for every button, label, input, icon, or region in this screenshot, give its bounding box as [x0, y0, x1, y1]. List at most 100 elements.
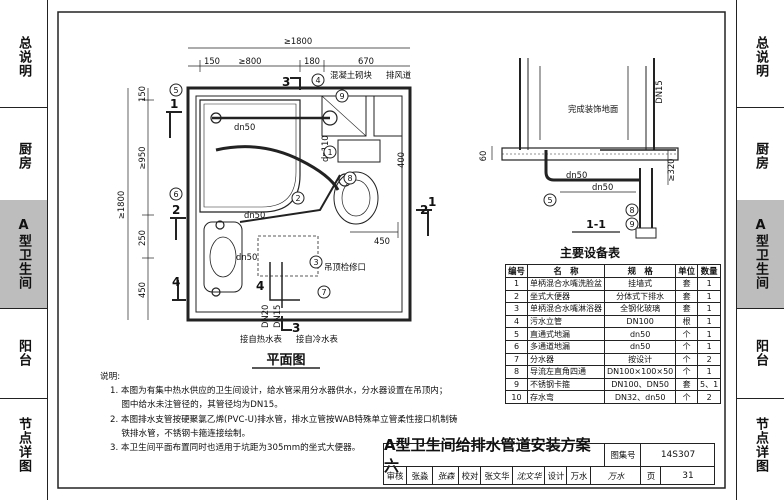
drawing-title: A型卫生间给排水管道安装方案六	[384, 436, 591, 475]
sidebar-tab-general[interactable]: 总说明	[0, 12, 47, 102]
table-cell: 个	[675, 339, 699, 354]
dim-450: 450	[137, 282, 147, 298]
callout-4: 4	[315, 76, 320, 85]
label-dn50-a: dn50	[234, 122, 255, 132]
section-dim-320: ≥320	[666, 158, 676, 181]
callout-8: 8	[347, 174, 352, 183]
table-cell: 全钢化玻璃	[603, 302, 677, 316]
tab-label: A型卫生间	[753, 218, 768, 290]
tab-label: A型卫生间	[16, 218, 31, 290]
tab-label: 厨房	[16, 142, 31, 170]
tab-label: 厨房	[753, 142, 768, 170]
table-cell: dn50	[603, 339, 677, 354]
table-cell: 不锈钢卡箍	[527, 377, 605, 392]
callout-1: 1	[327, 148, 332, 157]
notes: 说明: 1. 本图为有集中热水供应的卫生间设计，给水管采用分水器供水，分水器设置…	[100, 370, 458, 455]
section-view	[491, 58, 679, 239]
dim-180: 180	[304, 56, 320, 66]
table-cell: 6	[505, 339, 528, 354]
sidebar-tab-details[interactable]: 节点详图	[737, 400, 784, 490]
note-line: 铁排水管，不锈钢卡箍连接绘制。	[110, 428, 251, 439]
dim-450-right: 450	[374, 236, 390, 246]
dim-150: 150	[204, 56, 220, 66]
table-cell: 坐式大便器	[527, 289, 605, 304]
sidebar-tab-type-a-bathroom[interactable]: A型卫生间	[0, 200, 47, 308]
col-header: 规 格	[603, 264, 677, 278]
note-line: 2. 本图排水支管按硬聚氯乙烯(PVC-U)排水管，排水立管按WAB特殊单立管柔…	[110, 414, 458, 425]
design-label: 设计	[544, 467, 567, 484]
section-dim-dn50-a: dn50	[566, 170, 587, 180]
sidebar-tab-general[interactable]: 总说明	[737, 12, 784, 102]
table-cell: 套	[675, 289, 699, 304]
table-cell: 1	[697, 302, 722, 316]
section-mark-1b: 1	[428, 195, 436, 209]
table-cell: DN32、dn50	[603, 390, 677, 404]
section-dim-dn15: DN15	[654, 80, 664, 103]
tab-label: 总说明	[753, 36, 768, 78]
table-cell: 1	[697, 339, 722, 354]
sidebar-tab-kitchen[interactable]: 厨房	[737, 112, 784, 200]
title-block: A型卫生间给排水管道安装方案六 图集号 14S307 审核 张淼 张森 校对 张…	[383, 436, 715, 485]
section-text: 完成装饰地面 60 ≥320 DN15 dn50 dn50 1-1	[478, 80, 676, 231]
label-dn50-b: dn50	[244, 210, 265, 220]
section-mark-2b: 2	[420, 203, 428, 217]
check-label: 校对	[458, 467, 481, 484]
plan-caption: 平面图	[266, 353, 305, 368]
table-cell: 5、1	[697, 377, 722, 392]
checker-signature: 沈文华	[512, 467, 545, 484]
dim-total-height: ≥1800	[116, 191, 126, 219]
col-header: 编号	[505, 264, 528, 278]
section-callout-5: 5	[547, 196, 552, 205]
notes-header: 说明:	[100, 372, 121, 382]
tab-label: 节点详图	[16, 417, 31, 473]
table-cell: 直通式地漏	[527, 327, 605, 341]
label-access: 吊顶检修口	[324, 262, 366, 272]
reviewer-signature: 张森	[432, 467, 459, 484]
callout-3: 3	[313, 258, 318, 267]
table-cell: 1	[697, 314, 722, 329]
label-hot-water: 接自热水表	[240, 334, 282, 344]
table-cell: DN100、DN50	[603, 377, 677, 392]
table-cell: 导流左直角四通	[527, 365, 605, 379]
table-cell: 个	[675, 390, 699, 404]
sidebar-tab-balcony[interactable]: 阳台	[0, 310, 47, 396]
atlas-label: 图集号	[604, 444, 641, 466]
label-concrete-block: 混凝土砌块	[330, 70, 372, 80]
reviewer: 张淼	[406, 467, 433, 484]
section-floor-label: 完成装饰地面	[568, 104, 618, 114]
dim-250: 250	[137, 230, 147, 246]
callout-7: 7	[321, 288, 326, 297]
label-dn50-c: dn50	[236, 252, 257, 262]
sidebar-tab-details[interactable]: 节点详图	[0, 400, 47, 490]
table-cell: 2	[697, 352, 722, 367]
note-line: 1. 本图为有集中热水供应的卫生间设计，给水管采用分水器供水，分水器设置在吊顶内…	[110, 386, 448, 397]
note-line: 3. 本卫生间平面布置同时也适用于坑距为305mm的坐式大便器。	[110, 443, 361, 454]
label-dn20: DN20	[260, 305, 270, 328]
col-header: 名 称	[527, 264, 605, 278]
table-cell: 存水弯	[527, 390, 605, 404]
table-cell: 套	[675, 277, 699, 291]
dim-total-width: ≥1800	[284, 36, 312, 46]
checker: 张文华	[480, 467, 513, 484]
table-cell: 1	[697, 365, 722, 379]
sidebar-tab-type-a-bathroom[interactable]: A型卫生间	[737, 200, 784, 308]
table-cell: 9	[505, 377, 528, 392]
sidebar-tab-balcony[interactable]: 阳台	[737, 310, 784, 396]
col-header: 单位	[675, 264, 699, 278]
section-dim-dn50-b: dn50	[592, 182, 613, 192]
section-mark-2a: 2	[172, 203, 180, 217]
table-cell: 1	[697, 277, 722, 291]
section-callout-8: 8	[629, 206, 634, 215]
table-cell: 1	[697, 289, 722, 304]
table-cell: 1	[505, 277, 528, 291]
sidebar-tab-kitchen[interactable]: 厨房	[0, 112, 47, 200]
